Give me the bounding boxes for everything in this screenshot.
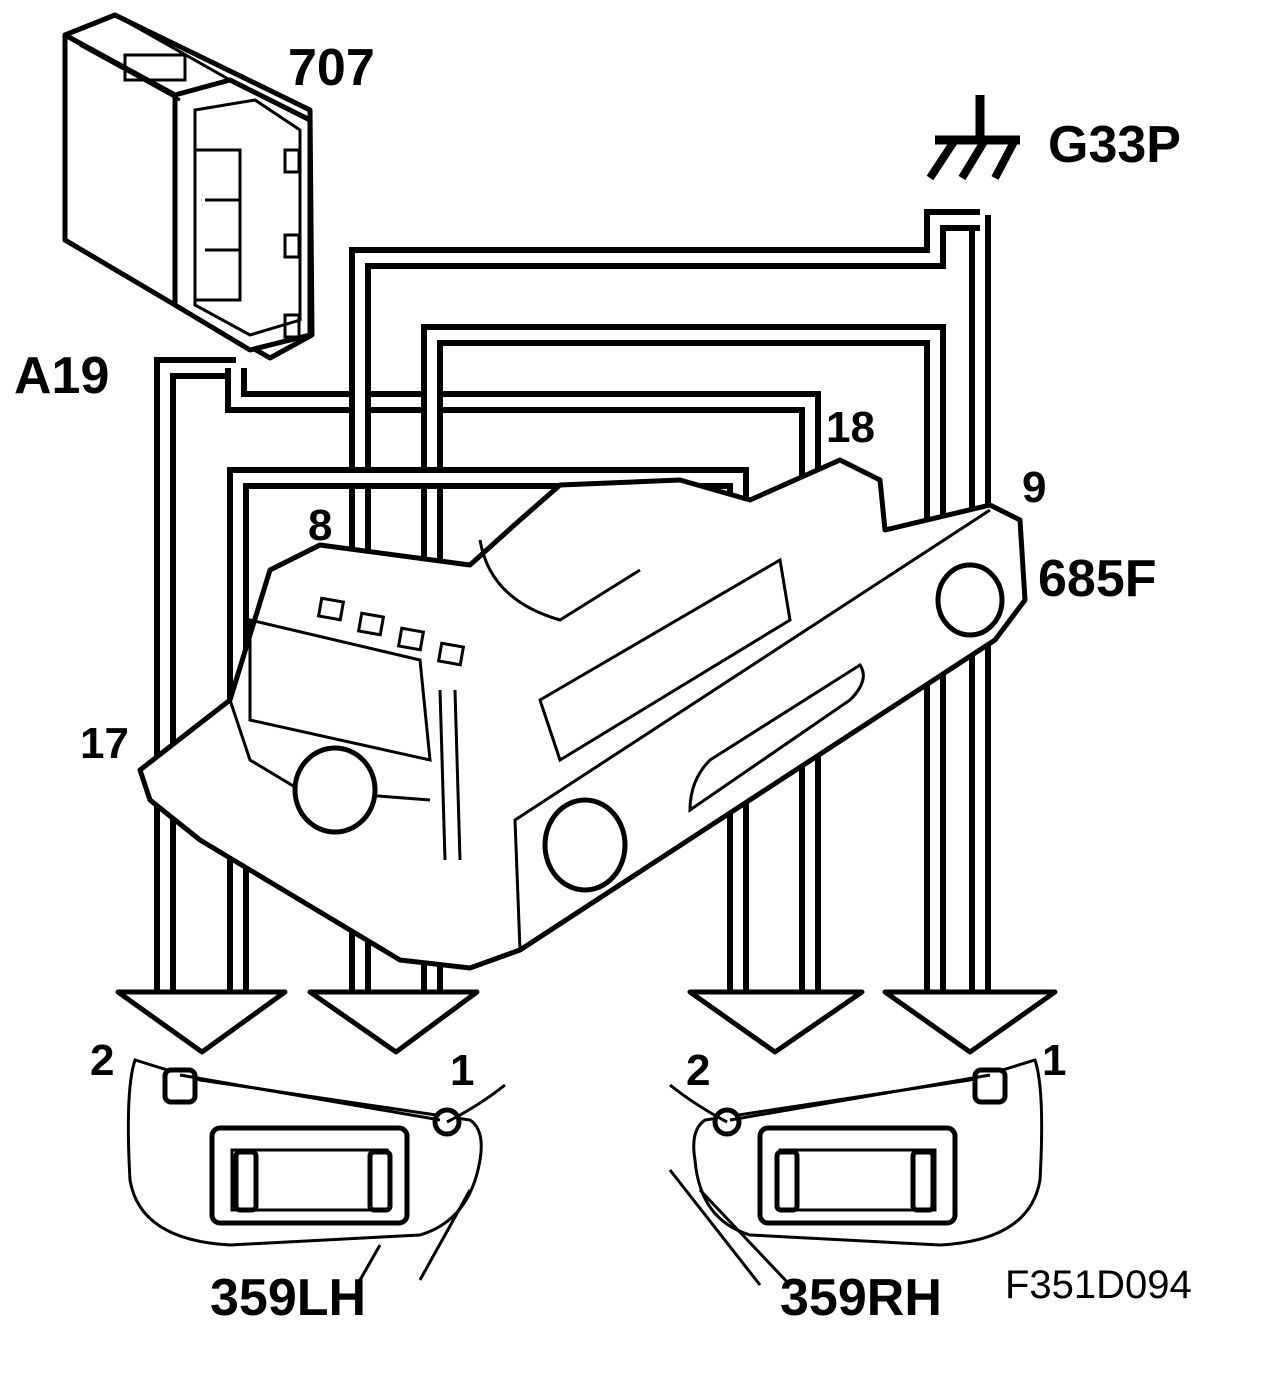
label-359lh: 359LH [210, 1269, 366, 1327]
label-pin-8: 8 [308, 501, 332, 550]
label-rh-pin-1: 1 [1042, 1036, 1066, 1085]
label-lh-pin-2: 2 [90, 1036, 114, 1085]
label-359rh: 359RH [780, 1269, 942, 1327]
label-pin-18: 18 [826, 403, 875, 452]
figure-code: F351D094 [1005, 1263, 1192, 1307]
label-g33p: G33P [1048, 116, 1181, 174]
sunvisor-right [668, 1058, 1044, 1287]
label-lh-pin-1: 1 [450, 1046, 474, 1095]
labels: 707 A19 G33P 18 9 685F 8 17 2 1 2 1 359L… [14, 39, 1192, 1327]
sunvisor-left [126, 1058, 506, 1281]
label-pin-9: 9 [1022, 463, 1046, 512]
label-685f: 685F [1038, 550, 1157, 608]
control-module-a19 [62, 12, 315, 361]
ground-symbol-icon [926, 95, 1020, 181]
label-pin-17: 17 [80, 719, 129, 768]
label-707: 707 [288, 39, 375, 97]
arrowheads [115, 989, 1058, 1055]
courtesy-lamp-685f [137, 457, 1028, 971]
label-rh-pin-2: 2 [686, 1046, 710, 1095]
label-a19: A19 [14, 347, 109, 405]
